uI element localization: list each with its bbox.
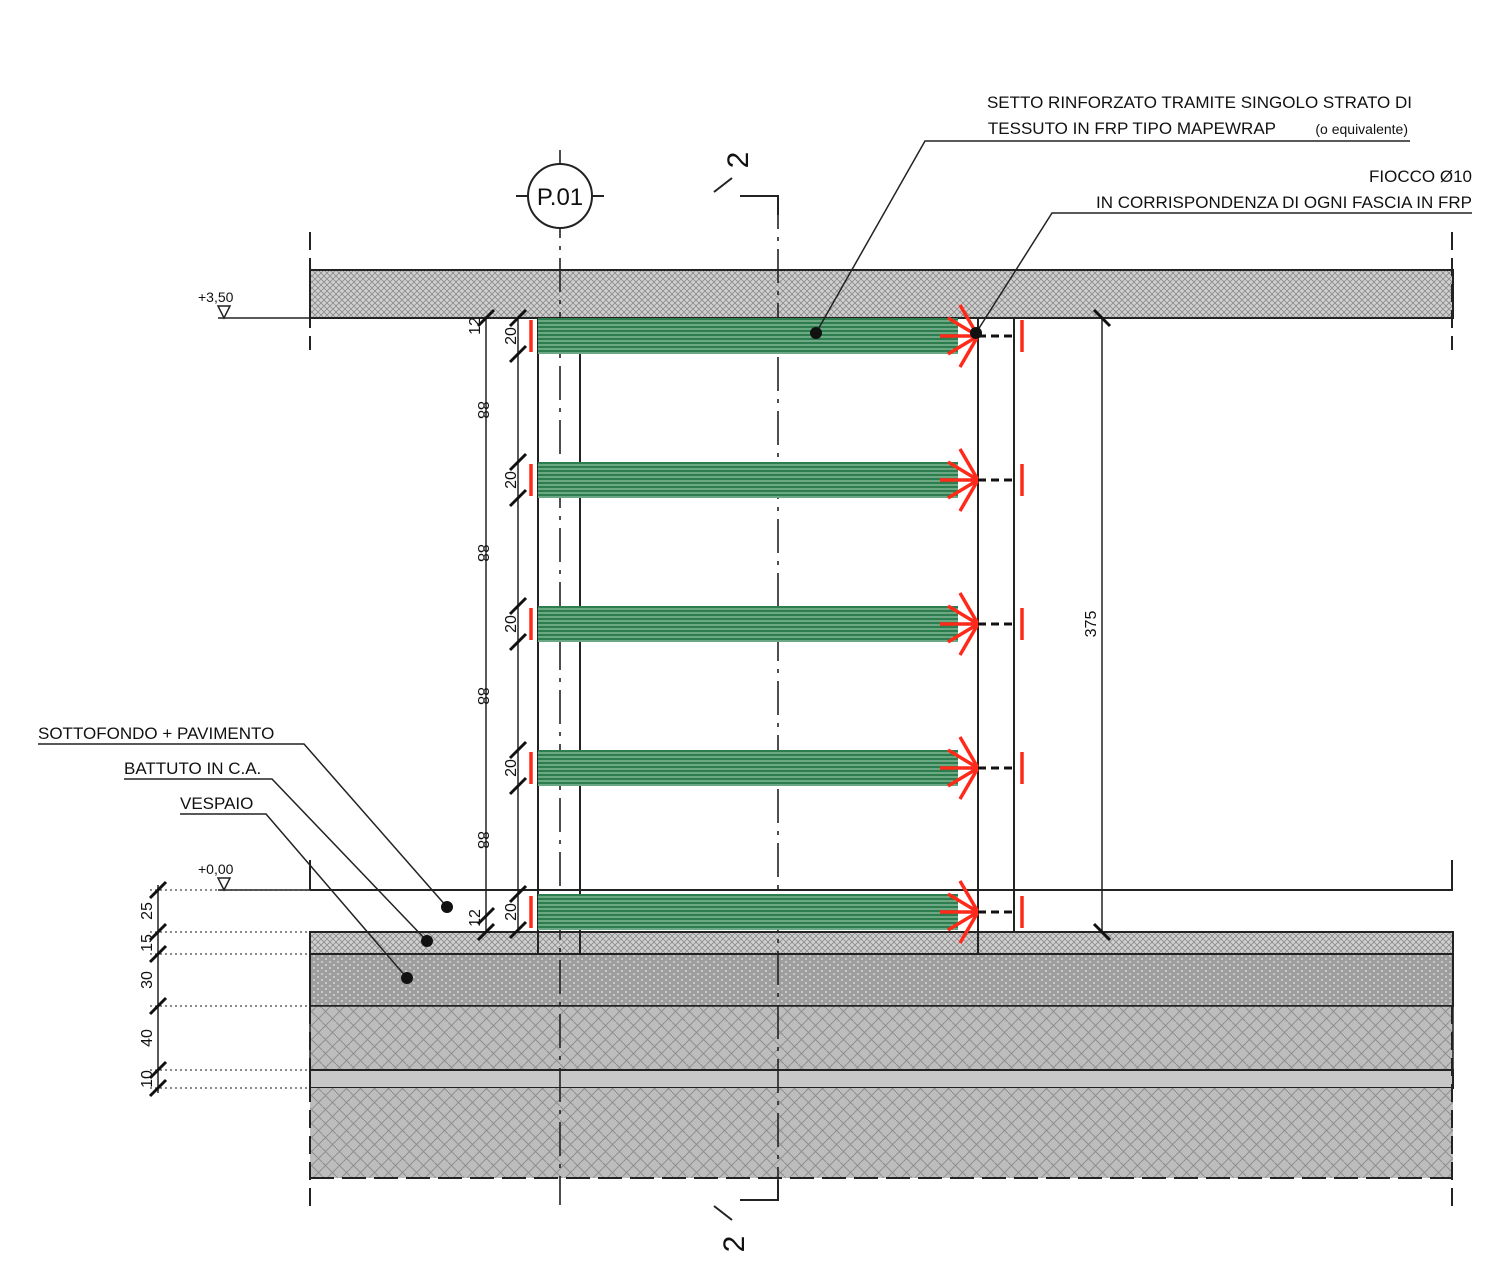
section-mark-top: 2 [722, 152, 755, 169]
ground-layers [150, 860, 1454, 1210]
dim-band-height: 20 [503, 327, 520, 345]
dim-top-gap: 12 [467, 317, 484, 335]
frp-bands [538, 318, 958, 930]
level-marker-top: +3,50 [198, 289, 310, 320]
frp-band [538, 750, 958, 786]
dim-band-spacing: 88 [474, 401, 491, 419]
section-line: 2 2 [713, 152, 779, 1253]
level-marker-ground: +0,00 [198, 861, 310, 892]
top-slab [309, 232, 1454, 350]
reinforced-wall-line2b: (o equivalente) [1315, 121, 1408, 137]
layer-dimension-chain: 25 15 30 40 10 [139, 880, 168, 1098]
slab-note: BATTUTO IN C.A. [124, 759, 433, 947]
crawlspace-label: VESPAIO [180, 794, 253, 813]
level-top-label: +3,50 [198, 289, 234, 305]
grid-axis-label: P.01 [537, 184, 583, 211]
reinforced-wall-line1: SETTO RINFORZATO TRAMITE SINGOLO STRATO … [987, 93, 1412, 112]
frp-band [538, 318, 958, 354]
band-dimension-chain: 12 20 20 20 20 20 88 88 88 88 12 [467, 308, 528, 942]
section-mark-bottom: 2 [718, 1236, 751, 1253]
dim-layer: 10 [139, 1070, 156, 1088]
dim-layer: 25 [139, 902, 156, 920]
dim-layer: 30 [139, 971, 156, 989]
frp-band [538, 462, 958, 498]
level-ground-label: +0,00 [198, 861, 234, 877]
dim-band-height: 20 [503, 759, 520, 777]
dim-band-height: 20 [503, 615, 520, 633]
crawlspace-note: VESPAIO [180, 794, 413, 984]
anchor-line1: FIOCCO Ø10 [1369, 167, 1472, 186]
frp-band [538, 606, 958, 642]
dim-total-height: 375 [1083, 611, 1100, 638]
anchor-line2: IN CORRISPONDENZA DI OGNI FASCIA IN FRP [1096, 193, 1472, 212]
reinforced-wall-line2: TESSUTO IN FRP TIPO MAPEWRAP [988, 119, 1276, 138]
dim-layer: 40 [139, 1029, 156, 1047]
dim-layer: 15 [139, 934, 156, 952]
dim-band-spacing: 88 [474, 687, 491, 705]
floor-finish-note: SOTTOFONDO + PAVIMENTO [38, 724, 453, 913]
dim-band-height: 20 [503, 471, 520, 489]
dim-band-height: 20 [503, 903, 520, 921]
dim-bottom-gap: 12 [467, 909, 484, 927]
floor-finish-label: SOTTOFONDO + PAVIMENTO [38, 724, 274, 743]
dim-band-spacing: 88 [474, 544, 491, 562]
total-height-dimension: 375 [1083, 308, 1112, 942]
anchor-note: FIOCCO Ø10 IN CORRISPONDENZA DI OGNI FAS… [970, 167, 1472, 339]
reinforced-wall-note: SETTO RINFORZATO TRAMITE SINGOLO STRATO … [810, 93, 1412, 339]
anchor-fan-icon [529, 736, 1024, 800]
dim-band-spacing: 88 [474, 831, 491, 849]
slab-label: BATTUTO IN C.A. [124, 759, 261, 778]
frp-band [538, 894, 958, 930]
anchor-through-bars [978, 334, 1014, 914]
